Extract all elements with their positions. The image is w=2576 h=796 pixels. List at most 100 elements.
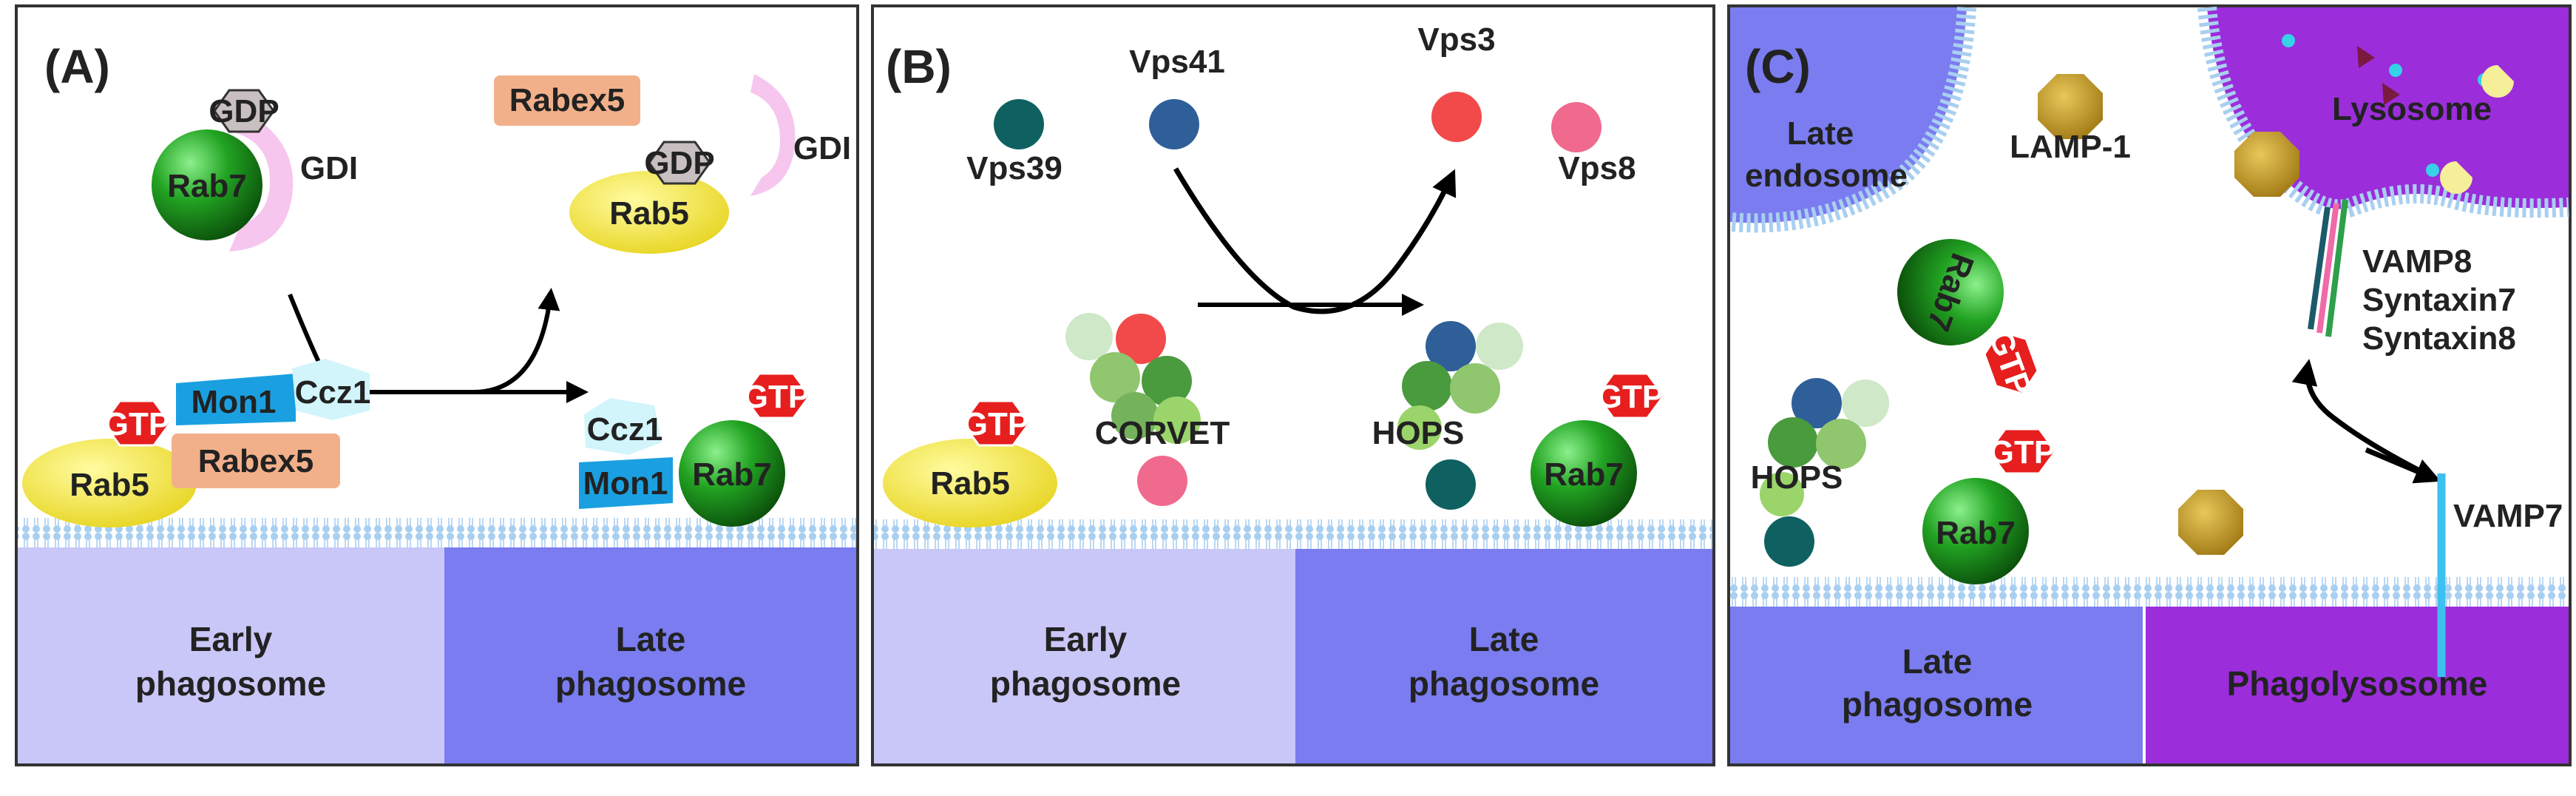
rab5-ellipse-a1 <box>569 171 729 254</box>
lysosome-membrane <box>2197 6 2569 219</box>
snare-pairing-arrow-2 <box>2365 447 2441 484</box>
late-phagosome-label-c: Late <box>1902 642 1973 681</box>
rab5-ellipse-b <box>883 439 1057 527</box>
rab5-label-a1: Rab5 <box>609 195 689 232</box>
late-phagosome-label-b: Late <box>1469 620 1539 658</box>
rab7-sphere-a1 <box>152 129 262 240</box>
panel-c-label: (C) <box>1745 40 1811 93</box>
lysosome-content-triangle-2 <box>2382 83 2400 105</box>
gtp-hexagon-b2 <box>1596 372 1665 419</box>
gtp-label-b2: GTP <box>1597 379 1664 415</box>
rab7-label-a2: Rab7 <box>692 456 772 493</box>
vps8-label: Vps8 <box>1558 150 1636 186</box>
hops-subunit-vps41 <box>1426 321 1476 371</box>
early-phagosome-label-a-2: phagosome <box>135 664 326 703</box>
late-endosome-label-1: Late <box>1787 115 1854 152</box>
corvet-subunit-5 <box>1153 397 1201 444</box>
rabex5-label-a1: Rabex5 <box>509 82 626 118</box>
mon1-label-a1: Mon1 <box>191 384 277 420</box>
rab7-label-c2: Rab7 <box>1936 515 2016 551</box>
gtp-hexagon-a1 <box>102 399 172 447</box>
gdi-label-a1: GDI <box>300 150 358 186</box>
vps41-subunit <box>1149 99 1199 149</box>
lysosome-content-triangle-1 <box>2357 46 2375 68</box>
ccz1-label-a1: Ccz1 <box>295 374 371 411</box>
early-phagosome-zone-a <box>18 547 444 763</box>
early-phagosome-label-b: Early <box>1044 620 1128 658</box>
panel-c: (C) Late endosome Lysosome Late phagosom… <box>1727 4 2572 766</box>
syntaxin8-label: Syntaxin8 <box>2362 320 2516 357</box>
gdp-label-a1: GDP <box>209 93 279 129</box>
rab7-label-a1: Rab7 <box>167 168 247 204</box>
hops-subunit-1 <box>1476 323 1523 370</box>
syntaxin7-label: Syntaxin7 <box>2362 282 2516 318</box>
mon1-shape-a1 <box>176 374 296 425</box>
late-phagosome-label-a-2: phagosome <box>555 664 746 703</box>
hops-label-b: HOPS <box>1372 415 1465 451</box>
panel-a-label: (A) <box>44 40 110 93</box>
corvet-label: CORVET <box>1095 415 1230 451</box>
lamp1-octagon-2 <box>2234 132 2299 197</box>
vps8-subunit <box>1551 102 1601 152</box>
panel-b: (B) Early phagosome Late phagosome Vps39… <box>871 4 1715 766</box>
gdp-hexagon-a1 <box>213 89 275 133</box>
rab7-sphere-c1 <box>1897 239 2004 345</box>
hops-c-subunit-vps39 <box>1764 516 1814 567</box>
late-phagosome-zone-c <box>1730 607 2143 763</box>
lysosome-enzyme-2 <box>2440 161 2472 194</box>
gtp-label-c2: GTP <box>1989 434 2055 470</box>
syntaxin8-strand <box>2325 199 2348 337</box>
hops-subunit-3 <box>1450 363 1500 414</box>
vamp8-label: VAMP8 <box>2362 243 2472 280</box>
vamp7-label: VAMP7 <box>2453 498 2563 534</box>
gdp-label-a2: GDP <box>644 145 714 181</box>
vps3-label: Vps3 <box>1417 21 1495 58</box>
mon1-label-a2: Mon1 <box>583 465 668 502</box>
hops-c-subunit-3 <box>1816 419 1866 469</box>
lysosome-content-dot-2 <box>2389 64 2402 77</box>
gtp-hexagon-a2 <box>742 372 811 419</box>
corvet-subunit-4 <box>1111 392 1159 439</box>
late-endosome-label-2: endosome <box>1745 158 1908 194</box>
gtp-hexagon-c2 <box>1987 428 2057 475</box>
hops-c-subunit-vps41 <box>1792 378 1842 428</box>
rab5-ellipse-a2 <box>22 439 197 527</box>
syntaxin7-strand <box>2316 203 2339 334</box>
snare-pairing-arrow <box>2291 359 2434 480</box>
ccz1-shape-a2 <box>584 398 662 455</box>
gtp-hexagon-c1 <box>1983 329 2039 396</box>
rab7-sphere-c2 <box>1922 478 2029 584</box>
hops-label-c: HOPS <box>1751 459 1843 496</box>
late-endosome-membrane <box>1729 7 1976 233</box>
hops-subunit-2 <box>1402 361 1452 411</box>
late-phagosome-zone-b <box>1295 549 1712 763</box>
ccz1-shape-a1 <box>292 359 370 420</box>
rab7-sphere-a2 <box>679 420 785 527</box>
vamp8-strand <box>2308 206 2331 330</box>
gtp-label-a2: GTP <box>743 379 810 415</box>
gdi-shape-a1 <box>229 111 294 252</box>
gtp-label-a1: GTP <box>104 406 170 442</box>
vps39-subunit <box>994 99 1044 149</box>
panel-a: (A) Early phagosome Late phagosome Rab7 … <box>15 4 859 766</box>
phagosome-membrane-c <box>1730 577 2569 607</box>
gdp-hexagon-a2 <box>648 141 711 185</box>
exchange-arrow-b <box>1173 167 1457 314</box>
lamp1-octagon-1 <box>2038 74 2103 139</box>
rabex5-box-a2 <box>172 434 340 488</box>
lysosome-enzyme-1 <box>2481 65 2514 98</box>
late-endosome-body <box>1730 7 1967 223</box>
lamp1-octagon-3 <box>2178 490 2243 555</box>
corvet-subunit-vps3 <box>1116 314 1166 364</box>
lysosome-label: Lysosome <box>2332 91 2492 127</box>
gdi-shape-a2 <box>750 74 796 196</box>
late-phagosome-label-b-2: phagosome <box>1409 664 1599 703</box>
ccz1-label-a2: Ccz1 <box>587 411 663 448</box>
corvet-subunit-2 <box>1090 352 1140 402</box>
phagolysosome-label: Phagolysosome <box>2227 664 2488 703</box>
rab7-label-b: Rab7 <box>1544 456 1624 493</box>
early-phagosome-label-b-2: phagosome <box>990 664 1181 703</box>
gdi-label-a2: GDI <box>793 130 851 166</box>
mon1-shape-a2 <box>579 457 673 509</box>
